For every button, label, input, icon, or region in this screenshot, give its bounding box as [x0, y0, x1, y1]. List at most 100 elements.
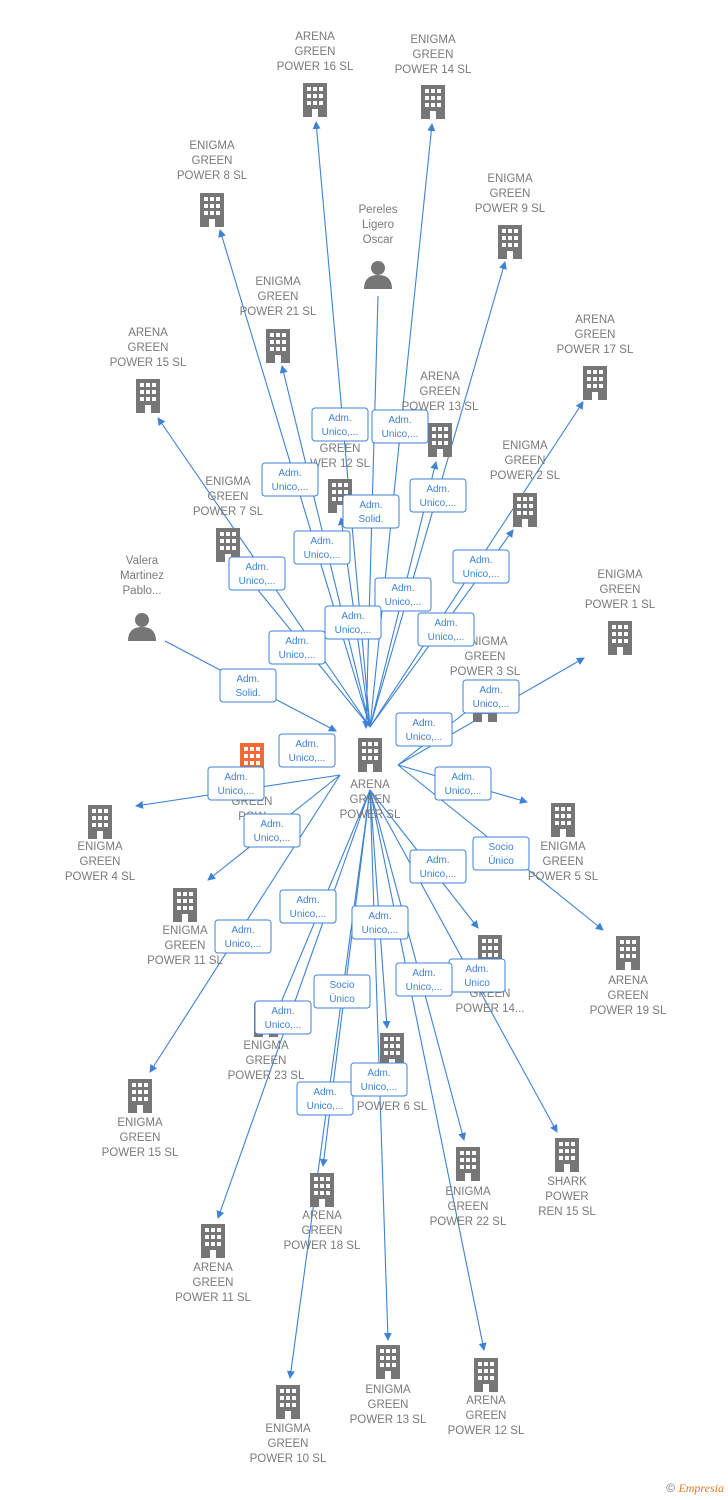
edge-role-tag[interactable]: Adm.Unico	[448, 958, 506, 993]
edge-role-text: Unico,...	[290, 909, 327, 920]
building-icon[interactable]	[608, 621, 632, 655]
node-label-line: ENIGMA	[162, 925, 208, 937]
edge-role-tag[interactable]: Adm.Unico,...	[243, 813, 301, 848]
node-power6[interactable]: POWER 6 SL	[357, 1033, 428, 1113]
building-icon[interactable]	[428, 423, 452, 457]
edge-role-tag[interactable]: Adm.Unico,...	[462, 679, 520, 714]
edge-role-tag[interactable]: Adm.Unico,...	[409, 849, 467, 884]
node-label-line: ARENA	[295, 31, 335, 43]
node-label-line: GREEN	[302, 1225, 343, 1237]
edge-role-tag[interactable]: Adm.Unico,...	[214, 919, 272, 954]
building-icon[interactable]	[555, 1138, 579, 1172]
building-icon[interactable]	[380, 1033, 404, 1067]
edge-role-tag[interactable]: Adm.Unico,...	[374, 577, 432, 612]
building-icon[interactable]	[173, 888, 197, 922]
edge-role-text: Socio	[488, 842, 513, 853]
edge-role-tag[interactable]: Adm.Unico,...	[278, 733, 336, 768]
building-icon[interactable]	[456, 1147, 480, 1181]
edge-role-tag[interactable]: Adm.Unico,...	[293, 530, 351, 565]
edge-role-tag[interactable]: Adm.Unico,...	[417, 612, 475, 647]
building-icon[interactable]	[128, 1079, 152, 1113]
node-label-line: GREEN	[466, 1410, 507, 1422]
edge-role-tag[interactable]: Adm.Unico,...	[371, 409, 429, 444]
edge-role-tag[interactable]: Adm.Unico,...	[311, 407, 369, 442]
edge-role-tag[interactable]: Adm.Unico,...	[254, 1000, 312, 1035]
edge-role-text: Adm.	[310, 536, 333, 547]
edge-role-tag[interactable]: Adm.Unico,...	[228, 556, 286, 591]
node-label-line: GREEN	[295, 46, 336, 58]
person-icon[interactable]	[128, 613, 156, 641]
building-icon[interactable]	[583, 366, 607, 400]
edge-role-text: Unico,...	[445, 786, 482, 797]
node-valera[interactable]: ValeraMartinezPablo...	[120, 555, 164, 641]
building-icon[interactable]	[498, 225, 522, 259]
building-icon[interactable]	[200, 193, 224, 227]
edge-role-tag[interactable]: Adm.Unico,...	[296, 1081, 354, 1116]
edge-role-tag[interactable]: Adm.Solid.	[219, 668, 277, 703]
node-label-line: POWER 11 SL	[175, 1292, 251, 1304]
building-icon[interactable]	[376, 1345, 400, 1379]
building-icon[interactable]	[136, 379, 160, 413]
edge-role-tag[interactable]: Adm.Unico,...	[261, 462, 319, 497]
building-icon[interactable]	[358, 738, 382, 772]
edge-role-tag[interactable]: Adm.Unico,...	[395, 962, 453, 997]
edge-role-text: Unico,...	[361, 1082, 398, 1093]
building-icon[interactable]	[88, 805, 112, 839]
node-label-line: ARENA	[193, 1262, 233, 1274]
building-icon[interactable]	[310, 1173, 334, 1207]
edge-role-tag[interactable]: Adm.Unico,...	[279, 889, 337, 924]
edge-role-tag[interactable]: Adm.Unico,...	[409, 478, 467, 513]
edge-role-tag[interactable]: Adm.Unico,...	[395, 712, 453, 747]
edge-role-tag[interactable]: Adm.Unico,...	[434, 766, 492, 801]
node-label-line: GREEN	[320, 443, 361, 455]
building-icon[interactable]	[201, 1224, 225, 1258]
building-icon[interactable]	[276, 1385, 300, 1419]
edge-role-tag[interactable]: Adm.Solid.	[342, 494, 400, 529]
edge-role-tag[interactable]: Adm.Unico,...	[350, 1062, 408, 1097]
building-icon[interactable]	[616, 936, 640, 970]
building-icon[interactable]	[303, 83, 327, 117]
node-label-line: POWER 2 SL	[490, 470, 561, 482]
building-icon[interactable]	[474, 1358, 498, 1392]
building-icon[interactable]	[421, 85, 445, 119]
building-icon[interactable]	[551, 803, 575, 837]
node-label-line: ENIGMA	[445, 1186, 491, 1198]
edge-role-tag[interactable]: Adm.Unico,...	[351, 905, 409, 940]
building-icon[interactable]	[266, 329, 290, 363]
edge-role-tag[interactable]: Adm.Unico,...	[452, 549, 510, 584]
person-icon[interactable]	[364, 261, 392, 289]
edge-role-tag[interactable]: Adm.Unico,...	[268, 630, 326, 665]
brand-logo[interactable]: Empresia	[678, 1481, 724, 1495]
edge-role-tag[interactable]: Adm.Unico,...	[324, 605, 382, 640]
building-icon[interactable]	[513, 493, 537, 527]
edge-role-tag[interactable]: Adm.Unico,...	[207, 766, 265, 801]
